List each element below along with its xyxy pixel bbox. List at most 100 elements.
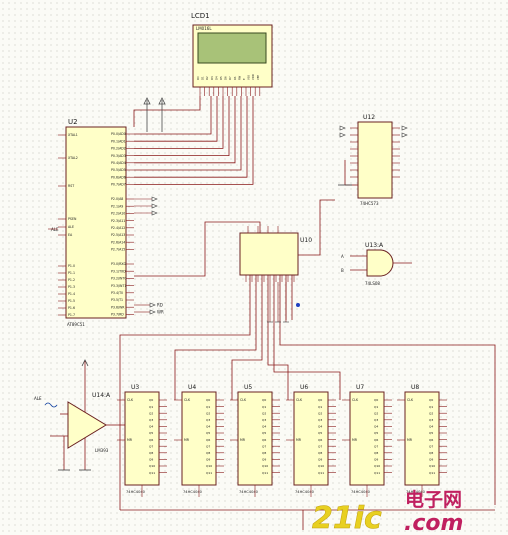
- mcu-left-pin-label: P1.0: [68, 264, 75, 268]
- lcd-pin-label: D7: [228, 76, 232, 80]
- lcd-pin-label: E: [242, 78, 246, 80]
- lcd-pin-label: VEE: [256, 75, 260, 80]
- counter-pin-label: Q3: [318, 418, 322, 422]
- latch-u12[interactable]: U12 74HC573: [338, 114, 408, 206]
- counter-pin-label: Q4: [318, 425, 322, 429]
- mcu-right-pin-label: P0.6/AD6: [111, 175, 126, 179]
- counter-pin-label: Q3: [262, 418, 266, 422]
- opamp-u14[interactable]: U14:A LM393 ALE: [34, 359, 120, 471]
- counter-pin-label: Q11: [318, 471, 324, 475]
- counter-pin-label: MR: [296, 438, 302, 442]
- counter-u3[interactable]: U374HC4040CLKMRQ0Q1Q2Q3Q4Q5Q6Q7Q8Q9Q10Q1…: [117, 384, 167, 497]
- counter-pin-label: Q0: [429, 398, 433, 402]
- counter-pin-label: Q1: [318, 405, 322, 409]
- mcu-right-pin-label: P2.4/A12: [111, 226, 125, 230]
- counter-pin-label: Q9: [149, 458, 153, 462]
- counter-pin-label: Q10: [374, 464, 380, 468]
- mcu-right-pin-label: P0.5/AD5: [111, 168, 126, 172]
- mcu-right-pin-label: P3.2/INT0: [111, 277, 126, 281]
- u13-in-b: B: [341, 268, 344, 273]
- counter-pin-label: Q11: [206, 471, 212, 475]
- counter-pin-label: Q5: [318, 431, 322, 435]
- counter-pin-label: Q0: [374, 398, 378, 402]
- mcu-right-pin-label: P3.6/WR: [111, 305, 125, 309]
- counter-pin-label: Q2: [206, 411, 210, 415]
- counter-u5[interactable]: U574HC4040CLKMRQ0Q1Q2Q3Q4Q5Q6Q7Q8Q9Q10Q1…: [230, 384, 280, 497]
- mcu-left-pin-label: EA: [68, 233, 73, 237]
- counter-pin-label: Q7: [374, 444, 378, 448]
- counter-pin-label: MR: [240, 438, 246, 442]
- mcu-left-pin-label: P1.7: [68, 313, 75, 317]
- counter-pin-label: Q7: [149, 444, 153, 448]
- opamp-input-label: ALE: [34, 396, 42, 401]
- counter-pin-label: Q1: [149, 405, 153, 409]
- u12-part: 74HC573: [360, 201, 379, 206]
- counter-pin-label: Q9: [429, 458, 433, 462]
- mcu-right-pin-label: P3.7/RD: [111, 313, 124, 317]
- mcu-left-pin-label: P1.4: [68, 292, 75, 296]
- counter-pin-label: Q5: [429, 431, 433, 435]
- counter-pin-label: Q7: [206, 444, 210, 448]
- chip-u10[interactable]: U10: [239, 226, 312, 323]
- mcu-right-pin-label: P0.2/AD2: [111, 147, 126, 151]
- power-arrows: [143, 97, 166, 132]
- counter-pin-label: Q4: [149, 425, 153, 429]
- counter-u4[interactable]: U474HC4040CLKMRQ0Q1Q2Q3Q4Q5Q6Q7Q8Q9Q10Q1…: [174, 384, 224, 497]
- counter-pin-label: Q2: [262, 411, 266, 415]
- mcu-left-pin-label: P1.1: [68, 271, 75, 275]
- counter-pin-label: Q3: [374, 418, 378, 422]
- mcu-right-pin-label: P2.0/A8: [111, 197, 123, 201]
- ale-net-label: ALE: [51, 227, 59, 232]
- lcd-ref: LCD1: [191, 12, 210, 20]
- lcd-pin-label: D2: [205, 76, 209, 80]
- mcu-left-pin-label: XTAL1: [68, 133, 78, 137]
- counter-pin-label: Q2: [429, 411, 433, 415]
- lcd-pin-label: D0: [196, 76, 200, 80]
- mcu-right-pin-label: P2.1/A9: [111, 204, 123, 208]
- counter-ref: U8: [411, 384, 419, 391]
- counter-pin-label: Q11: [262, 471, 268, 475]
- mcu-left-pin-label: P1.2: [68, 278, 75, 282]
- counter-pin-label: Q1: [262, 405, 266, 409]
- lcd-pin-label: D5: [219, 76, 223, 80]
- counter-pin-label: Q6: [149, 438, 153, 442]
- watermark-logo: 21ic 电子网 .com: [312, 488, 464, 535]
- mcu-right-pin-label: P0.7/AD7: [111, 183, 126, 187]
- counter-pin-label: Q4: [429, 425, 433, 429]
- counter-pin-label: Q2: [374, 411, 378, 415]
- counter-pin-label: Q4: [262, 425, 266, 429]
- net-label-wr: WR: [157, 310, 164, 315]
- counter-pin-label: Q6: [374, 438, 378, 442]
- counter-u7[interactable]: U774HC4040CLKMRQ0Q1Q2Q3Q4Q5Q6Q7Q8Q9Q10Q1…: [342, 384, 392, 497]
- lcd-screen: [197, 32, 267, 64]
- lcd-pin-label: RS: [233, 76, 237, 80]
- counter-pin-label: CLK: [184, 398, 191, 402]
- u12-ref: U12: [363, 114, 375, 121]
- mcu-right-pin-label: P3.5/T1: [111, 298, 123, 302]
- counter-pin-label: Q11: [149, 471, 155, 475]
- counter-pin-label: Q11: [429, 471, 435, 475]
- counter-pin-label: Q10: [429, 464, 435, 468]
- mcu-at89c51[interactable]: U2 AT89C51 ALE XTAL1XTAL2RSTPSENALEEAP1.…: [48, 118, 164, 327]
- counter-u6[interactable]: U674HC4040CLKMRQ0Q1Q2Q3Q4Q5Q6Q7Q8Q9Q10Q1…: [286, 384, 336, 497]
- counter-pin-label: CLK: [352, 398, 359, 402]
- and-gate-u13[interactable]: U13:A 74LS08 A B: [341, 242, 412, 286]
- counter-pin-label: Q5: [262, 431, 266, 435]
- counter-pin-label: CLK: [296, 398, 303, 402]
- counter-pin-label: CLK: [240, 398, 247, 402]
- lcd-pin-label: VSS: [247, 75, 251, 80]
- counter-pin-label: Q10: [149, 464, 155, 468]
- counter-pin-label: MR: [127, 438, 133, 442]
- counter-u8[interactable]: U874HC4040CLKMRQ0Q1Q2Q3Q4Q5Q6Q7Q8Q9Q10Q1…: [397, 384, 447, 497]
- counter-pin-label: Q8: [149, 451, 153, 455]
- counter-pin-label: Q5: [374, 431, 378, 435]
- mcu-right-pin-label: P0.3/AD3: [111, 154, 126, 158]
- mcu-right-pin-label: P0.4/AD4: [111, 161, 126, 165]
- counter-pin-label: MR: [352, 438, 358, 442]
- counter-pin-label: Q8: [374, 451, 378, 455]
- counter-pin-label: Q8: [262, 451, 266, 455]
- counter-ref: U3: [131, 384, 139, 391]
- u13-in-a: A: [341, 254, 344, 259]
